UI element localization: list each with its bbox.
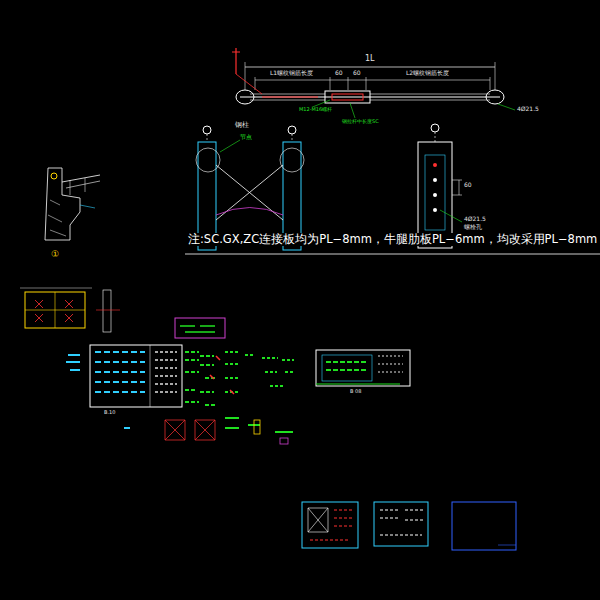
dimension-text: L1螺纹钢筋长度 xyxy=(270,70,313,77)
sheet-number: B 08 xyxy=(350,389,361,395)
sheet-frames xyxy=(302,502,516,550)
detail-number: ① xyxy=(51,250,59,260)
dimension-text: 1L xyxy=(365,55,375,64)
bolt-hole-text: 4Ø21.5 xyxy=(517,106,539,113)
detail-sheet xyxy=(316,350,410,386)
tie-rod xyxy=(232,48,515,118)
wall-section xyxy=(45,168,100,240)
dimension-text: 60 xyxy=(335,70,343,77)
member-name: 钢柱 xyxy=(235,122,249,130)
plate-plan xyxy=(20,288,120,332)
dimension-text: L2螺纹钢筋长度 xyxy=(406,70,449,77)
detail-sheet xyxy=(66,318,295,444)
dimension-text: 60 xyxy=(353,70,361,77)
callout-text: 钢拉杆中长度SC xyxy=(342,119,379,125)
note-line xyxy=(185,254,600,255)
column-detail xyxy=(418,124,462,248)
general-note: 注:SC.GX,ZC连接板均为PL−8mm，牛腿肋板PL−6mm，均改采用PL−… xyxy=(188,233,597,246)
callout-text: M12-M16螺杆 xyxy=(299,107,332,113)
bolt-hole-text: 4Ø21.5 xyxy=(464,216,486,223)
sheet-number: B.10 xyxy=(104,410,115,416)
bracing-elevation xyxy=(196,126,304,250)
callout-text: 节点 xyxy=(240,134,252,141)
dimension-text: 60 xyxy=(464,182,472,189)
callout-text: 螺栓孔 xyxy=(464,224,482,231)
